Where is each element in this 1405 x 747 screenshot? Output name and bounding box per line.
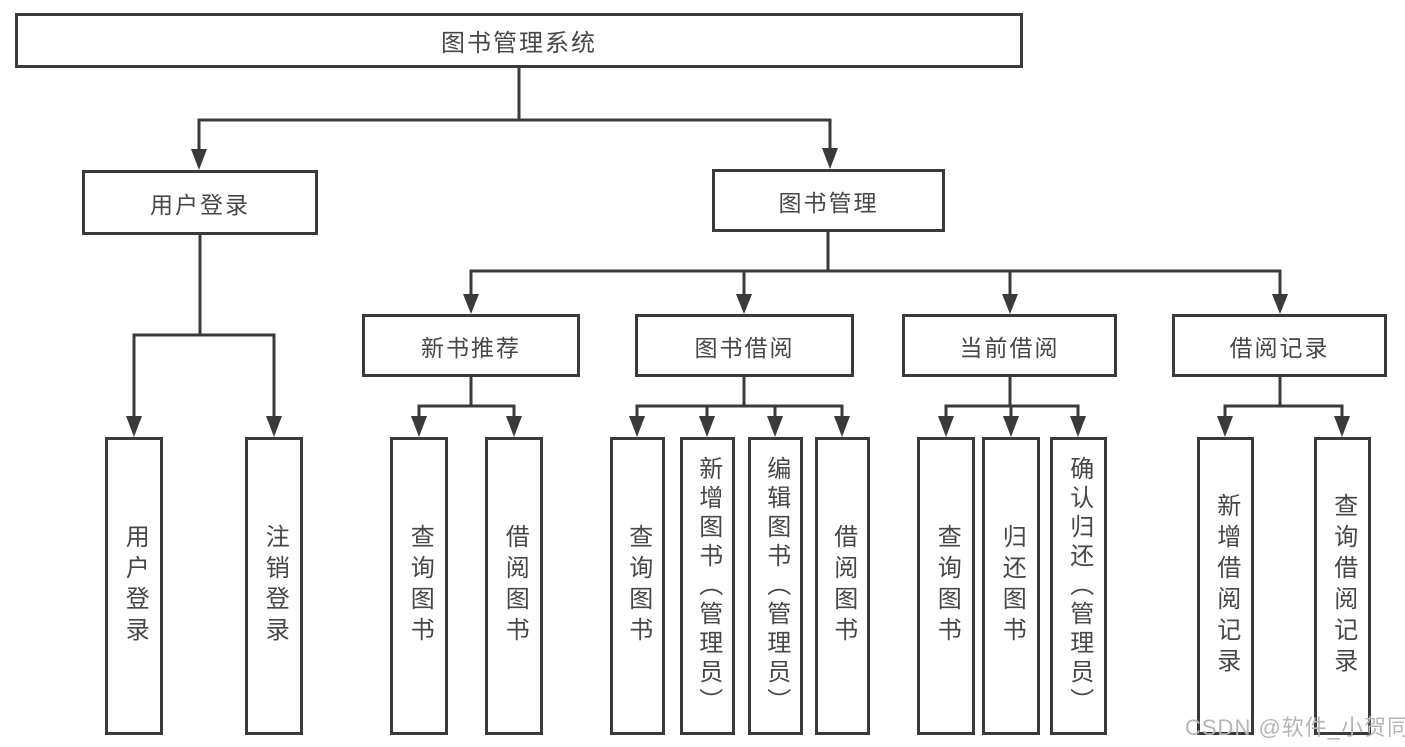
connector-root-to-level1 [191, 68, 838, 170]
leaf-user-login: 用户登录 [105, 437, 163, 735]
arrow-down-icon [1070, 416, 1086, 437]
node-new-book-recommendation: 新书推荐 [362, 314, 580, 377]
arrow-down-icon [1272, 294, 1288, 314]
arrow-down-icon [506, 416, 522, 437]
node-borrowing-records: 借阅记录 [1172, 314, 1387, 377]
leaf-query-borrow-record: 查询借阅记录 [1314, 437, 1371, 735]
node-label: 查询借阅记录 [1329, 493, 1357, 679]
node-label: 借阅图书 [501, 524, 529, 648]
leaf-logout: 注销登录 [245, 437, 303, 735]
node-label: 注销登录 [261, 524, 289, 648]
leaf-add-borrow-record: 新增借阅记录 [1197, 437, 1254, 735]
arrow-down-icon [126, 416, 142, 437]
node-label: 查询图书 [624, 524, 652, 648]
node-label: 借阅图书 [829, 524, 857, 648]
node-label: 新增借阅记录 [1212, 493, 1240, 679]
leaf-return-books: 归还图书 [982, 437, 1040, 735]
arrow-down-icon [938, 416, 954, 437]
arrow-down-icon [699, 416, 715, 437]
arrow-down-icon [822, 148, 838, 169]
node-label: 查询图书 [406, 524, 434, 648]
arrow-down-icon [1334, 416, 1350, 437]
arrow-down-icon [463, 294, 479, 314]
node-label: 新书推荐 [421, 334, 521, 361]
arrow-down-icon [1002, 294, 1018, 314]
arrow-down-icon [1217, 416, 1233, 437]
connector-borrowrecord-to-leaves [1217, 377, 1350, 437]
leaf-query-books-borrow: 查询图书 [610, 437, 665, 735]
node-label: 用户登录 [150, 191, 250, 218]
node-label: 图书管理系统 [441, 30, 597, 57]
csdn-watermark: CSDN @软件_小贺同学 [1185, 715, 1405, 740]
leaf-query-books-current: 查询图书 [917, 437, 975, 735]
node-label: 确认归还（管理员） [1065, 455, 1093, 717]
node-label: 借阅记录 [1229, 334, 1330, 361]
node-label: 用户登录 [121, 524, 149, 648]
leaf-add-books-admin: 新增图书（管理员） [680, 437, 735, 735]
connector-bookborrow-to-leaves [629, 377, 850, 437]
arrow-down-icon [191, 149, 207, 170]
node-user-login: 用户登录 [82, 170, 318, 235]
node-label: 归还图书 [998, 524, 1026, 648]
node-book-management: 图书管理 [712, 169, 945, 232]
arrow-down-icon [266, 416, 282, 437]
arrow-down-icon [411, 416, 427, 437]
arrow-down-icon [834, 416, 850, 437]
node-label: 编辑图书（管理员） [762, 455, 790, 717]
arrow-down-icon [1003, 416, 1019, 437]
node-label: 图书管理 [778, 189, 879, 216]
node-label: 图书借阅 [694, 334, 795, 361]
arrow-down-icon [767, 416, 783, 437]
connector-currentborrow-to-leaves [938, 377, 1086, 437]
arrow-down-icon [629, 416, 645, 437]
leaf-borrow-books: 借阅图书 [815, 437, 870, 735]
leaf-confirm-return-admin: 确认归还（管理员） [1050, 437, 1107, 735]
leaf-edit-books-admin: 编辑图书（管理员） [748, 437, 803, 735]
node-label: 当前借阅 [959, 334, 1060, 361]
leaf-borrow-books-newbook: 借阅图书 [485, 437, 543, 735]
connector-bookmgmt-to-level2 [463, 232, 1288, 314]
node-book-borrowing: 图书借阅 [635, 314, 854, 377]
connector-newbook-to-leaves [411, 377, 522, 437]
node-root-book-management-system: 图书管理系统 [15, 13, 1023, 68]
node-label: 新增图书（管理员） [694, 455, 722, 717]
leaf-query-books-newbook: 查询图书 [390, 437, 448, 735]
arrow-down-icon [736, 294, 752, 314]
node-label: 查询图书 [933, 524, 961, 648]
connector-userlogin-to-leaves [126, 235, 282, 437]
node-current-borrowing: 当前借阅 [902, 314, 1117, 377]
